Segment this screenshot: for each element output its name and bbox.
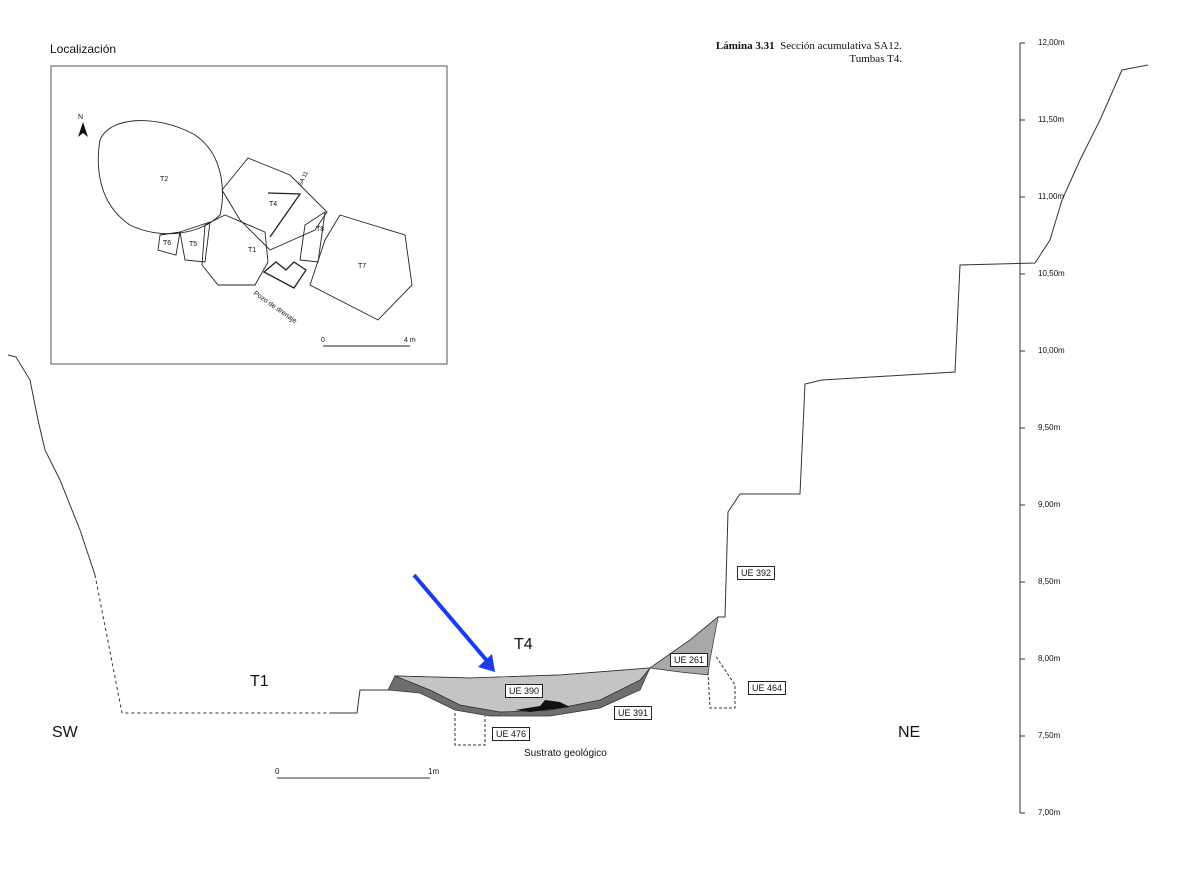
plate-heading: Sección acumulativa SA12.: [780, 40, 902, 52]
pointer-arrow-icon: [478, 654, 495, 672]
ue-392-label: UE 392: [737, 566, 776, 580]
tomb-t1: [201, 214, 269, 286]
section-line-sa11: [267, 192, 302, 238]
section-scale-start: 0: [275, 767, 280, 776]
elevation-tick-label: 7,50m: [1038, 731, 1061, 740]
tomb-t4-label: T4: [514, 636, 533, 653]
plate-number: Lámina 3.31: [715, 40, 775, 52]
inset-frame: [50, 65, 448, 365]
north-label: N: [78, 114, 84, 121]
tomb-t5: [179, 221, 211, 263]
ue-390-label: UE 390: [505, 684, 544, 698]
tomb-t1-label: T1: [250, 673, 269, 690]
inset-scale-start: 0: [321, 337, 325, 344]
elevation-tick-label: 11,50m: [1038, 115, 1065, 124]
ue-476-label: UE 476: [492, 727, 531, 741]
inset-tomb-t7: T7: [358, 263, 367, 270]
tomb-t4: [221, 157, 328, 251]
tomb-t2: [97, 120, 223, 235]
profile-t1: [330, 689, 392, 714]
plate-title: Lámina 3.31 Sección acumulativa SA12. Tu…: [716, 40, 902, 66]
elevation-tick-label: 10,00m: [1038, 346, 1065, 355]
inset-tomb-t4: T4: [269, 201, 278, 208]
ue-464-label: UE 464: [748, 681, 787, 695]
profile-dashed: [94, 574, 330, 714]
elevation-tick-label: 9,50m: [1038, 423, 1061, 432]
tomb-t8: [299, 211, 326, 263]
elevation-tick-label: 7,00m: [1038, 808, 1061, 817]
inset-tomb-t5: T5: [189, 241, 198, 248]
ue-464-pit: [707, 654, 736, 709]
inset-scale-end: 4 m: [404, 337, 416, 344]
substrate-label: Sustrato geológico: [524, 748, 607, 759]
direction-sw: SW: [52, 724, 78, 741]
plate-subtitle: Tumbas T4.: [849, 53, 902, 65]
ue-476-pit: [454, 713, 486, 746]
elevation-tick-label: 9,00m: [1038, 500, 1061, 509]
tomb-t7: [309, 214, 413, 321]
elevation-tick-label: 10,50m: [1038, 269, 1065, 278]
elevation-tick-label: 11,00m: [1038, 192, 1065, 201]
north-arrow-icon: [78, 122, 88, 137]
inset-tomb-t8: T8: [316, 226, 325, 233]
section-scale-end: 1m: [428, 767, 440, 776]
profile-sw: [7, 354, 96, 576]
inset-tomb-t2: T2: [160, 176, 169, 183]
elevation-tick-label: 8,50m: [1038, 577, 1061, 586]
skeletal-remains: [515, 700, 570, 712]
inset-title: Localización: [50, 42, 117, 56]
inset-tomb-t1: T1: [248, 247, 257, 254]
elevation-tick-label: 8,00m: [1038, 654, 1061, 663]
elevation-tick-label: 12,00m: [1038, 38, 1065, 47]
ue-261-label: UE 261: [670, 653, 709, 667]
pointer-arrow-shaft: [412, 573, 490, 664]
inset-plan: [97, 120, 413, 347]
ue-391-label: UE 391: [614, 706, 653, 720]
tomb-t6: [157, 231, 181, 256]
inset-tomb-t6: T6: [163, 240, 172, 247]
drain-pit: [262, 261, 307, 289]
profile-ne: [389, 64, 1149, 691]
direction-ne: NE: [898, 724, 921, 741]
